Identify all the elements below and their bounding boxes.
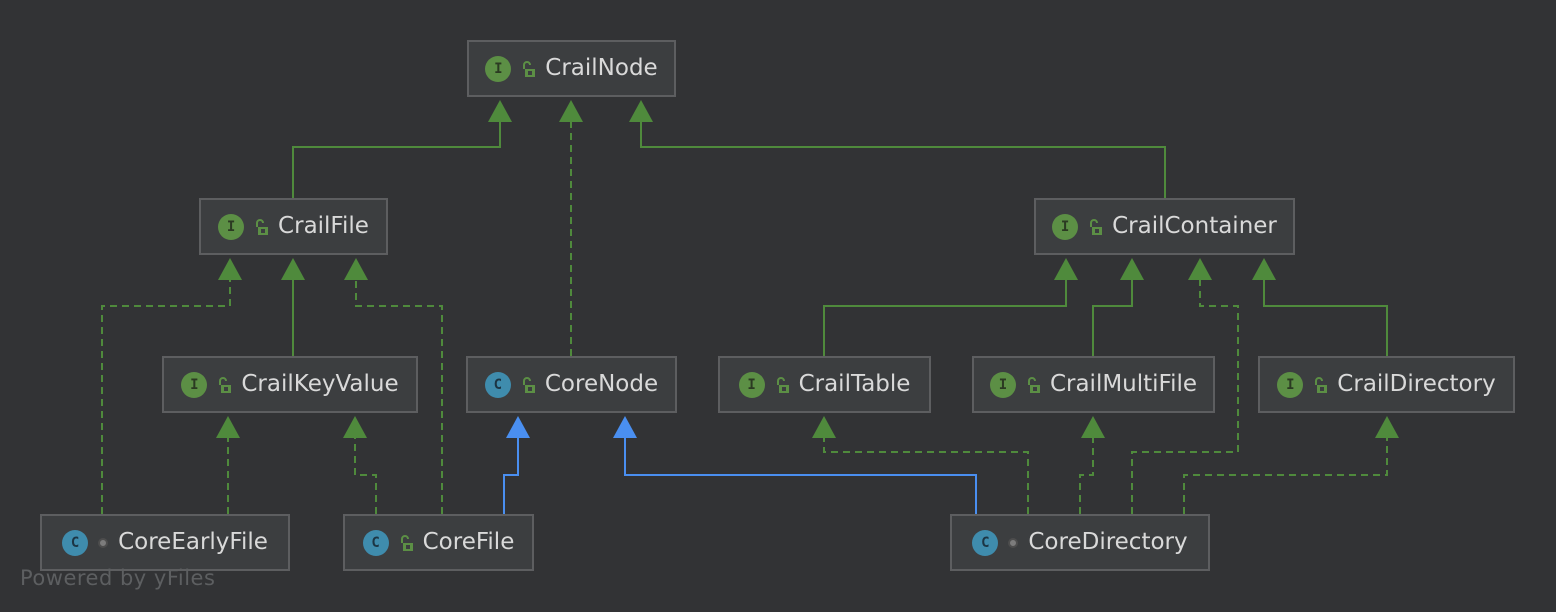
class-badge-icon: C <box>362 529 389 556</box>
arrowhead-icon <box>1375 416 1399 438</box>
unlock-icon <box>217 376 232 393</box>
interface-badge-icon: I <box>1052 213 1079 240</box>
edge-coreearlyfile-to-crailfile <box>101 280 231 514</box>
edge-crailcontainer-to-crailnode <box>640 122 1166 198</box>
edge-corefile-to-corenode <box>503 438 519 514</box>
arrowhead-icon <box>344 258 368 280</box>
unlock-icon <box>521 376 535 393</box>
interface-badge-icon: I <box>218 213 245 240</box>
edge-crailtable-to-crailcontainer <box>823 280 1067 356</box>
edge-corefile-to-crailfile <box>355 280 443 514</box>
arrowhead-icon <box>218 258 242 280</box>
node-crailkeyvalue[interactable]: I CrailKeyValue <box>162 356 418 413</box>
unlock-icon <box>1313 376 1328 393</box>
arrowhead-icon <box>1252 258 1276 280</box>
unlock-icon <box>521 60 536 77</box>
node-label: CrailFile <box>278 213 369 239</box>
arrowhead-icon <box>812 416 836 438</box>
unlock-icon <box>775 376 789 393</box>
interface-badge-icon: I <box>738 371 765 398</box>
edge-crailmultifile-to-crailcontainer <box>1092 280 1133 356</box>
edge-coredirectory-to-crailtable <box>823 438 1029 514</box>
package-dot-icon <box>98 537 109 548</box>
watermark: Powered by yFiles <box>20 566 216 590</box>
edge-crailfile-to-crailnode <box>292 122 501 198</box>
class-badge-icon: C <box>484 371 511 398</box>
node-label: CoreEarlyFile <box>118 529 268 555</box>
arrowhead-icon <box>613 416 637 438</box>
edge-coredirectory-to-corenode <box>624 438 977 514</box>
node-corefile[interactable]: C CoreFile <box>343 514 534 571</box>
arrowhead-icon <box>1188 258 1212 280</box>
edge-coredirectory-to-crailcontainer <box>1131 280 1239 514</box>
unlock-icon <box>1088 218 1103 235</box>
edge-coredirectory-to-crailmultifile <box>1079 438 1094 514</box>
arrowhead-icon <box>343 416 367 438</box>
arrowhead-icon <box>629 100 653 122</box>
node-label: CrailMultiFile <box>1049 371 1198 397</box>
node-label: CoreNode <box>544 371 659 397</box>
node-label: CrailNode <box>545 55 658 81</box>
edge-corefile-to-crailkeyvalue <box>354 438 377 514</box>
unlock-icon <box>254 218 269 235</box>
class-badge-icon: C <box>972 529 999 556</box>
node-corenode[interactable]: C CoreNode <box>466 356 677 413</box>
node-coreearlyfile[interactable]: C CoreEarlyFile <box>40 514 290 571</box>
package-dot-icon <box>1008 537 1019 548</box>
arrowhead-icon <box>216 416 240 438</box>
node-crailnode[interactable]: I CrailNode <box>467 40 676 97</box>
arrowhead-icon <box>1081 416 1105 438</box>
node-label: CoreDirectory <box>1028 529 1188 555</box>
unlock-icon <box>399 534 413 551</box>
edge-coredirectory-to-craildirectory <box>1183 438 1388 514</box>
arrowhead-icon <box>281 258 305 280</box>
class-badge-icon: C <box>62 529 89 556</box>
node-label: CrailContainer <box>1112 213 1277 239</box>
arrowhead-icon <box>506 416 530 438</box>
node-label: CrailDirectory <box>1337 371 1496 397</box>
node-crailtable[interactable]: I CrailTable <box>718 356 931 413</box>
node-label: CrailKeyValue <box>241 371 399 397</box>
node-craildirectory[interactable]: I CrailDirectory <box>1258 356 1515 413</box>
node-label: CoreFile <box>422 529 515 555</box>
node-label: CrailTable <box>798 371 911 397</box>
arrowhead-icon <box>488 100 512 122</box>
interface-badge-icon: I <box>989 371 1016 398</box>
interface-badge-icon: I <box>485 55 512 82</box>
interface-badge-icon: I <box>1277 371 1304 398</box>
node-crailcontainer[interactable]: I CrailContainer <box>1034 198 1295 255</box>
node-crailmultifile[interactable]: I CrailMultiFile <box>972 356 1215 413</box>
arrowhead-icon <box>1054 258 1078 280</box>
node-crailfile[interactable]: I CrailFile <box>199 198 388 255</box>
node-coredirectory[interactable]: C CoreDirectory <box>950 514 1210 571</box>
arrowhead-icon <box>1120 258 1144 280</box>
edge-craildirectory-to-crailcontainer <box>1263 280 1388 356</box>
interface-badge-icon: I <box>181 371 208 398</box>
unlock-icon <box>1026 376 1040 393</box>
arrowhead-icon <box>559 100 583 122</box>
